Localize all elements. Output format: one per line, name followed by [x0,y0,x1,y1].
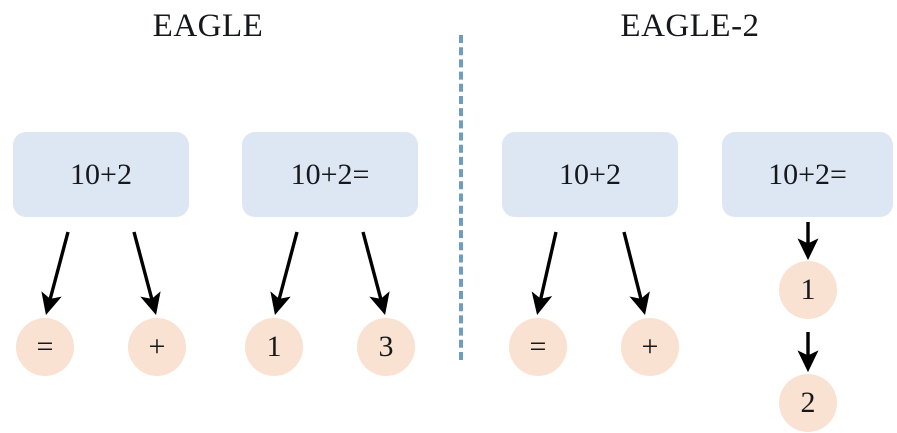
arrow-eagle-g1-b [132,231,161,315]
arrow-eagle-g2-b [361,231,390,315]
token-circle-eagle-g2-1[interactable]: 3 [357,318,415,376]
token-circle-eagle-g2-0[interactable]: 1 [245,318,303,376]
token-circle-eagle2-g1-1[interactable]: + [621,318,679,376]
arrow-eagle-g1-a [41,231,70,315]
token-circle-eagle2-g2-1[interactable]: 2 [779,374,837,432]
arrow-eagle2-g1-b [622,231,650,315]
token-circle-eagle2-g2-0[interactable]: 1 [779,261,837,319]
panel-divider [459,35,463,360]
token-box-eagle2-g1[interactable]: 10+2 [502,132,678,217]
token-circle-eagle2-g1-0[interactable]: = [509,318,567,376]
token-box-eagle-g2[interactable]: 10+2= [242,132,418,217]
panel-title-eagle: EAGLE [152,8,264,44]
arrow-eagle-g2-a [270,231,299,315]
panel-title-eagle-2: EAGLE-2 [620,8,760,44]
token-box-eagle2-g2[interactable]: 10+2= [722,132,893,217]
token-circle-eagle-g1-0[interactable]: = [16,318,74,376]
arrow-eagle2-g1-a [531,231,558,315]
token-circle-eagle-g1-1[interactable]: + [128,318,186,376]
token-box-eagle-g1[interactable]: 10+2 [13,132,189,217]
